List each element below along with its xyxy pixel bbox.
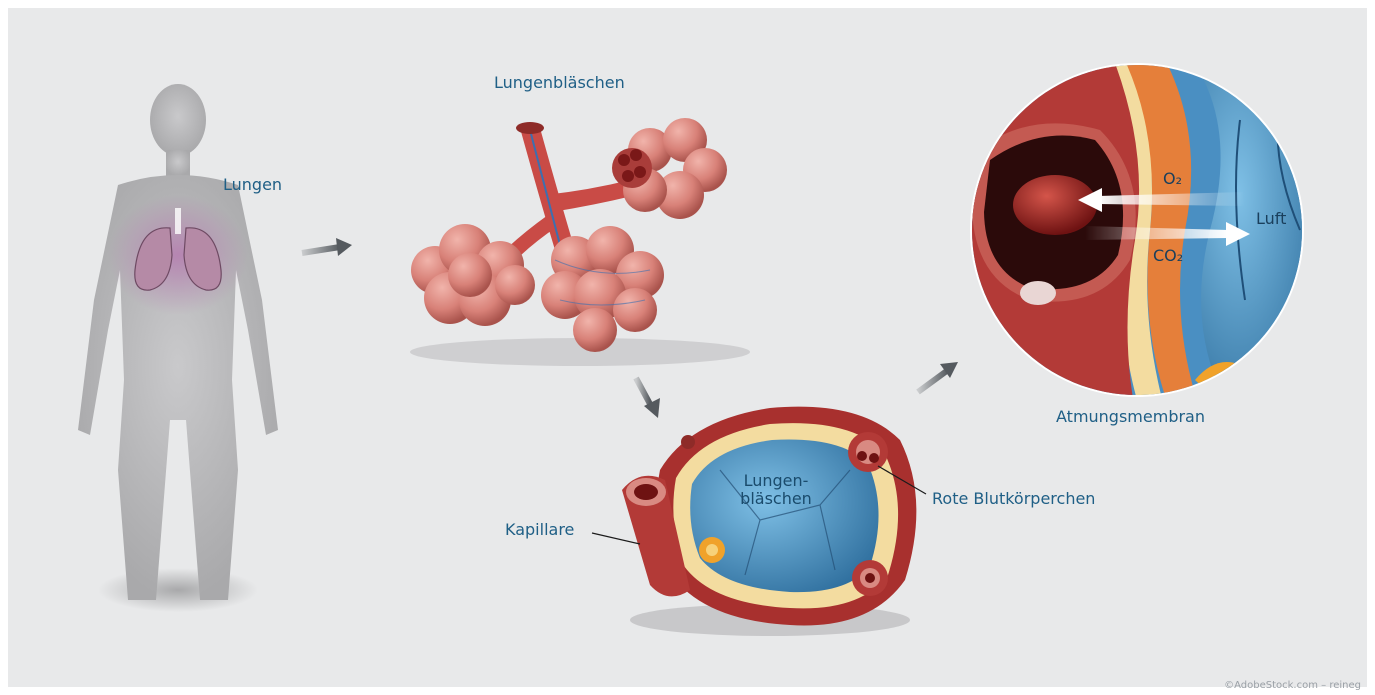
label-red-blood-cells: Rote Blutkörperchen [932,490,1095,508]
arrow-alveolus-to-membrane [918,362,958,392]
label-lungs: Lungen [223,176,282,194]
label-respiratory-membrane: Atmungsmembran [1056,408,1205,426]
label-capillary: Kapillare [505,521,574,539]
label-air: Luft [1256,210,1286,228]
label-alveolus-inner-line1: Lungen- [726,472,826,490]
image-credit: ©AdobeStock.com – reineg [1224,680,1361,691]
respiratory-membrane-circle [960,50,1320,420]
label-oxygen: O₂ [1163,170,1182,188]
label-alveolus-inner: Lungen- bläschen [726,472,826,508]
label-alveoli-title: Lungenbläschen [494,74,625,92]
alveolus-cross-section [592,407,926,636]
alveoli-cluster-illustration [410,118,750,366]
label-alveolus-inner-line2: bläschen [726,490,826,508]
human-body-silhouette [78,84,278,612]
arrow-alveoli-to-alveolus [636,378,660,418]
label-carbon-dioxide: CO₂ [1153,247,1183,265]
arrow-lungs-to-alveoli [302,238,352,256]
